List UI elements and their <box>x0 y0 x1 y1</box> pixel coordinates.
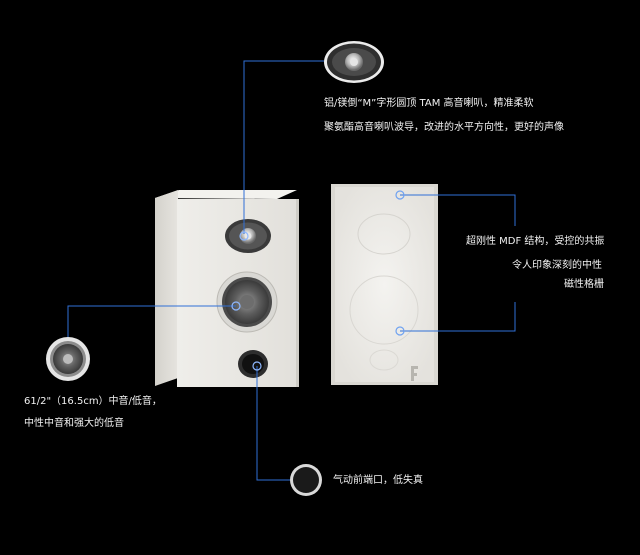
port-feature-line1: 气动前端口，低失真 <box>333 475 423 486</box>
woofer-cone-icon <box>46 337 90 381</box>
woofer-callout-line <box>67 305 236 340</box>
tweeter-dome-icon <box>324 41 384 83</box>
callout-dots <box>231 190 405 371</box>
magnetic-grille <box>335 187 434 382</box>
speaker-side <box>155 190 178 386</box>
bass-port-ring-icon <box>290 464 322 496</box>
cabinet-callout-line-top <box>400 194 516 226</box>
cabinet-feature-line1: 超刚性 MDF 结构，受控的共振 <box>466 236 605 247</box>
tweeter-feature-line1: 铝/镁倒“M”字形圆顶 TAM 高音喇叭，精准柔软 <box>324 98 534 109</box>
speaker-top <box>155 190 297 199</box>
callout-lines <box>67 60 516 481</box>
cabinet-feature-line3: 磁性格栅 <box>564 279 604 290</box>
woofer-unit <box>216 271 278 333</box>
cabinet-feature-line2: 令人印象深刻的中性 <box>512 260 602 271</box>
speaker-without-grille <box>155 190 299 387</box>
cabinet-callout-line-bottom <box>400 302 516 332</box>
tweeter-feature-line2: 聚氨酯高音喇叭波导，改进的水平方向性，更好的声像 <box>324 122 564 133</box>
tweeter-callout-line <box>243 60 324 234</box>
woofer-feature-line2: 中性中音和强大的低音 <box>24 418 124 429</box>
port-callout-line <box>256 366 290 481</box>
speaker-with-grille <box>331 184 438 385</box>
focal-logo-icon <box>411 366 418 381</box>
woofer-feature-line1: 61/2"（16.5cm）中音/低音， <box>24 396 162 407</box>
